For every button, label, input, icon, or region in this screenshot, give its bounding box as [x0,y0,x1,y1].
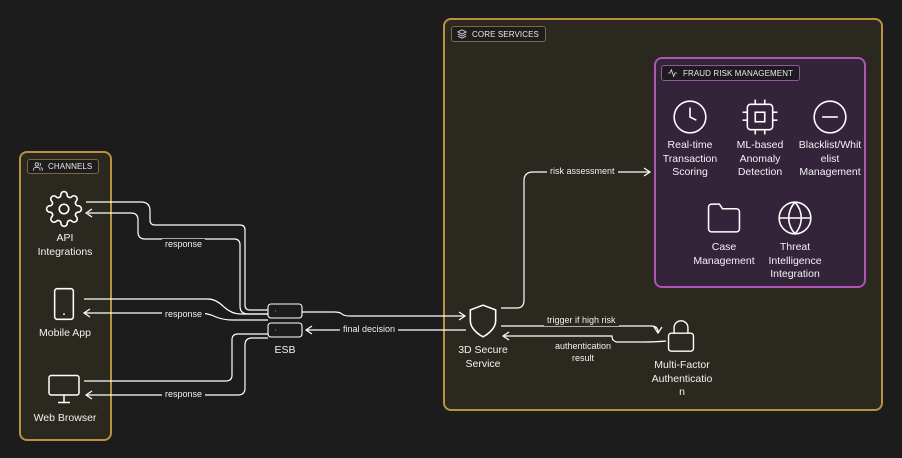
blacklist-label: Blacklist/Whit elist Management [798,139,862,178]
folder-icon [707,203,741,233]
ml-anomaly-label: ML-based Anomaly Detection [736,139,784,178]
fraud-risk-group-label: FRAUD RISK MANAGEMENT [661,65,801,81]
users-icon [33,162,43,171]
3ds-arrowhead [458,311,467,321]
mobile-app-label: Mobile App [39,327,91,339]
mfa-label: Multi-Factor Authenticatio n [651,359,713,398]
edge-label-risk-assessment: risk assessment [547,166,618,177]
api-arrowhead [84,208,93,218]
fraud-risk-group-title: FRAUD RISK MANAGEMENT [683,68,794,78]
clock-icon [673,100,707,134]
shield-icon [469,304,497,338]
api-to-esb-line [86,201,268,311]
core-services-group-label: CORE SERVICES [451,26,546,42]
edge-label-trigger: trigger if high risk [544,315,619,326]
esb-to-3ds-line [302,311,465,317]
edge-label-response-api: response [162,239,206,250]
edge-label-final-decision: final decision [340,324,399,335]
channels-group: CHANNELS [19,151,112,441]
web-browser-label: Web Browser [33,412,97,424]
layers-icon [457,29,467,39]
web-arrowhead [84,390,93,400]
server-icon [267,303,303,338]
mobile-arrowhead [82,308,91,318]
fraud-risk-group: FRAUD RISK MANAGEMENT [654,57,866,288]
threat-intel-label: Threat Intelligence Integration [768,241,822,280]
gear-icon [45,190,83,228]
activity-icon [667,68,678,78]
monitor-icon [48,374,80,404]
3d-secure-label: 3D Secure Service [458,344,508,370]
smartphone-icon [53,287,75,321]
edge-label-response-mobile: response [162,309,206,320]
lock-icon [667,320,695,352]
edge-label-auth-result: authentication result [552,341,615,364]
core-services-group-title: CORE SERVICES [472,29,539,39]
3ds-return-arrowhead [501,331,510,341]
mfa-arrowhead [653,326,663,335]
fraud-arrowhead [643,167,652,177]
minus-circle-icon [813,100,847,134]
3ds-to-fraud-line [501,171,650,309]
esb-arrowhead [304,325,313,335]
esb-to-web-line [86,337,268,396]
channels-group-title: CHANNELS [48,162,93,171]
mobile-to-esb-line [84,298,268,315]
realtime-scoring-label: Real-time Transaction Scoring [662,139,718,178]
web-to-esb-line [84,333,268,382]
3ds-to-mfa-line [501,325,659,333]
mfa-to-3ds-line [503,335,667,343]
edge-label-response-web: response [162,389,206,400]
api-integrations-label: API Integrations [37,232,93,258]
globe-icon [778,200,812,236]
channels-group-label: CHANNELS [27,159,100,174]
cpu-icon [742,99,778,135]
esb-label: ESB [274,344,296,356]
case-management-label: Case Management [693,241,755,267]
